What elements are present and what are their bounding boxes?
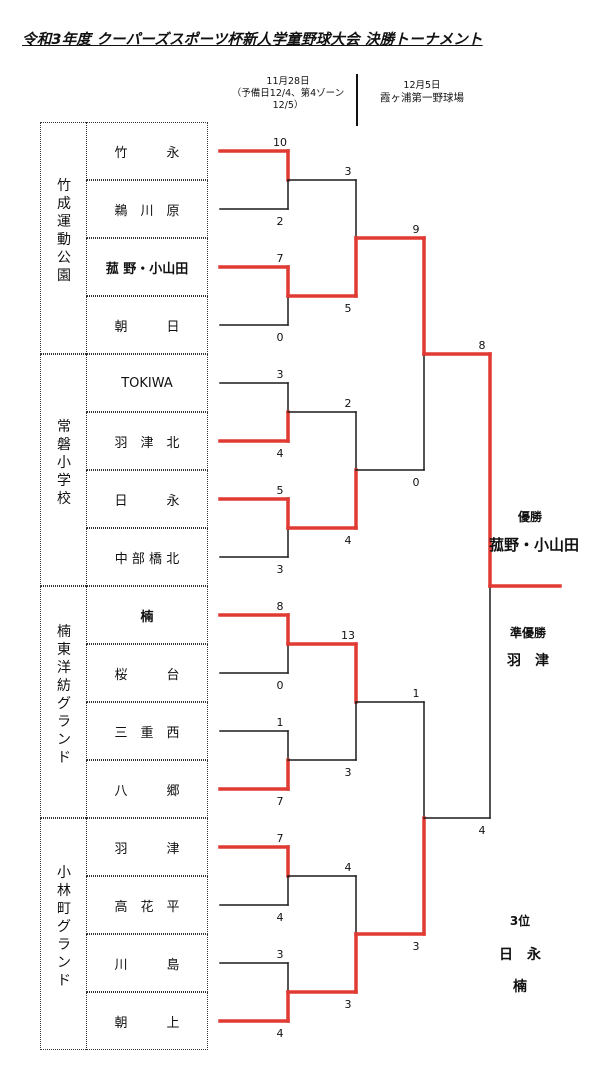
score-label: 2 <box>277 215 284 228</box>
team-cell: 鵜 川 原 <box>86 180 208 238</box>
score-label: 7 <box>277 832 284 845</box>
team-cell: 日 永 <box>86 470 208 528</box>
team-name: 日 永 <box>114 493 180 509</box>
venue-name: 楠 東 洋 紡 グ ラ ン ド <box>57 624 71 766</box>
team-name: 朝 上 <box>114 1015 180 1031</box>
team-name: 羽 津 <box>114 841 180 857</box>
team-cell: TOKIWA <box>86 354 208 412</box>
team-name: TOKIWA <box>121 375 173 391</box>
team-cell: 羽 津 北 <box>86 412 208 470</box>
day2-venue: 霞ヶ浦第一野球場 <box>380 92 464 104</box>
score-label: 4 <box>345 861 352 874</box>
score-label: 3 <box>345 766 352 779</box>
score-label: 7 <box>277 252 284 265</box>
score-label: 4 <box>277 447 284 460</box>
score-label: 4 <box>277 911 284 924</box>
venue-name: 常 磐 小 学 校 <box>57 419 71 507</box>
score-label: 0 <box>277 679 284 692</box>
score-label: 5 <box>345 302 352 315</box>
team-name: 川 島 <box>114 957 180 973</box>
day1-date: 11月28日 <box>266 76 310 87</box>
score-label: 0 <box>413 476 420 489</box>
score-label: 10 <box>273 136 287 149</box>
runner-up-team: 羽 津 <box>507 653 549 669</box>
champion-label: 優勝 <box>517 510 542 524</box>
team-name: 朝 日 <box>114 319 180 335</box>
team-name: 羽 津 北 <box>114 435 180 451</box>
team-name: 楠 <box>140 609 154 625</box>
team-cell: 高 花 平 <box>86 876 208 934</box>
schedule-day1: 11月28日 （予備日12/4、第4ゾーン 12/5） <box>228 76 348 112</box>
venue-block: 竹 成 運 動 公 園 <box>40 122 86 354</box>
team-cell: 菰 野・小山田 <box>86 238 208 296</box>
team-name: 桜 台 <box>114 667 180 683</box>
venue-block: 小 林 町 グ ラ ン ド <box>40 818 86 1050</box>
score-label: 9 <box>413 223 420 236</box>
score-label: 7 <box>277 795 284 808</box>
team-name: 菰 野・小山田 <box>105 261 189 277</box>
score-label: 8 <box>479 339 486 352</box>
score-label: 2 <box>345 397 352 410</box>
team-cell: 竹 永 <box>86 122 208 180</box>
score-label: 5 <box>277 484 284 497</box>
score-label: 3 <box>413 940 420 953</box>
team-cell: 朝 日 <box>86 296 208 354</box>
team-name: 高 花 平 <box>114 899 180 915</box>
team-name: 三 重 西 <box>114 725 180 741</box>
score-label: 3 <box>277 563 284 576</box>
score-label: 1 <box>277 716 284 729</box>
day2-date: 12月5日 <box>403 80 441 91</box>
score-label: 8 <box>277 600 284 613</box>
team-name: 竹 永 <box>114 145 180 161</box>
team-name: 八 郷 <box>114 783 180 799</box>
score-label: 4 <box>277 1027 284 1040</box>
score-label: 3 <box>277 368 284 381</box>
schedule-day2: 12月5日 霞ヶ浦第一野球場 <box>362 80 482 104</box>
score-label: 13 <box>341 629 355 642</box>
venue-block: 楠 東 洋 紡 グ ラ ン ド <box>40 586 86 818</box>
team-cell: 楠 <box>86 586 208 644</box>
team-cell: 朝 上 <box>86 992 208 1050</box>
team-cell: 桜 台 <box>86 644 208 702</box>
day1-note-2: 12/5） <box>272 100 304 111</box>
team-cell: 中 部 橋 北 <box>86 528 208 586</box>
score-label: 1 <box>413 687 420 700</box>
third-label: 3位 <box>509 914 531 928</box>
schedule-separator <box>356 74 358 126</box>
score-label: 3 <box>345 998 352 1011</box>
team-cell: 八 郷 <box>86 760 208 818</box>
team-cell: 三 重 西 <box>86 702 208 760</box>
third-team-1: 日 永 <box>499 947 541 963</box>
day1-note-1: （予備日12/4、第4ゾーン <box>231 88 345 99</box>
runner-up-label: 準優勝 <box>509 626 546 640</box>
venue-block: 常 磐 小 学 校 <box>40 354 86 586</box>
score-label: 0 <box>277 331 284 344</box>
score-label: 4 <box>345 534 352 547</box>
venue-name: 竹 成 運 動 公 園 <box>57 178 71 284</box>
third-team-2: 楠 <box>513 979 527 995</box>
team-name: 鵜 川 原 <box>114 203 180 219</box>
team-cell: 川 島 <box>86 934 208 992</box>
score-label: 3 <box>345 165 352 178</box>
champion-team: 菰野・小山田 <box>488 536 579 554</box>
venue-name: 小 林 町 グ ラ ン ド <box>57 865 71 989</box>
team-cell: 羽 津 <box>86 818 208 876</box>
score-label: 4 <box>479 824 486 837</box>
score-label: 3 <box>277 948 284 961</box>
team-name: 中 部 橋 北 <box>114 551 180 567</box>
page-title: 令和3年度 クーパーズスポーツ杯新人学童野球大会 決勝トーナメント <box>22 32 483 48</box>
